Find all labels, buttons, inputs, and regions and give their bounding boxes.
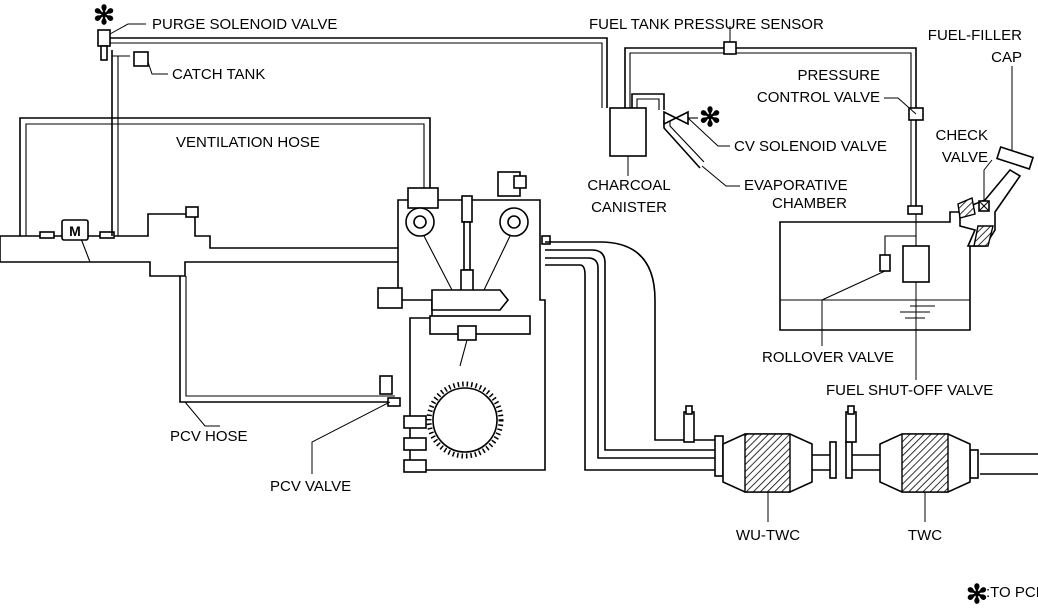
pcm-marker-cv: ✻ — [699, 102, 721, 132]
pcv-valve — [387, 397, 401, 407]
label-pressure-control-valve-line1: PRESSURE — [797, 67, 880, 84]
rollover-valve — [879, 254, 891, 272]
label-pcv-hose: PCV HOSE — [170, 428, 248, 445]
legend-text: :TO PCM — [986, 584, 1038, 601]
label-fuel-filler-cap-line2: CAP — [991, 49, 1022, 66]
label-wu-twc: WU-TWC — [736, 527, 800, 544]
purge-solenoid-valve — [97, 29, 608, 236]
intake-manifold — [0, 206, 400, 277]
pcv-hose — [179, 276, 395, 403]
label-ventilation-hose: VENTILATION HOSE — [176, 134, 320, 151]
exhaust-pipe — [545, 241, 1038, 479]
label-cv-solenoid-valve: CV SOLENOID VALVE — [734, 138, 887, 155]
catch-tank — [133, 51, 149, 67]
fuel-shutoff-valve — [902, 245, 930, 283]
check-valve — [978, 200, 990, 212]
fuel-tank — [779, 211, 976, 331]
pressure-sensor-line — [624, 47, 917, 108]
legend: ✻ :TO PCM — [966, 579, 1038, 609]
throttle-motor: M — [61, 219, 89, 241]
fuel-tank-pressure-sensor — [723, 41, 737, 55]
leader-lines — [109, 23, 1013, 522]
legend-symbol: ✻ — [966, 579, 988, 609]
wu-twc-converter — [722, 433, 813, 493]
label-charcoal-canister-line2: CANISTER — [591, 199, 667, 216]
charcoal-canister — [609, 107, 647, 157]
fuel-filler-neck — [957, 146, 1035, 247]
twc-converter — [879, 433, 971, 493]
engine — [377, 171, 551, 473]
label-rollover-valve: ROLLOVER VALVE — [762, 349, 894, 366]
label-fuel-tank-pressure-sensor: FUEL TANK PRESSURE SENSOR — [589, 16, 824, 33]
label-evaporative-chamber-line2: CHAMBER — [772, 195, 847, 212]
label-pcv-valve: PCV VALVE — [270, 478, 351, 495]
label-evaporative-chamber-line1: EVAPORATIVE — [744, 177, 848, 194]
crankshaft-pulley — [432, 387, 498, 453]
label-check-valve-line2: VALVE — [942, 149, 988, 166]
label-purge-solenoid-valve: PURGE SOLENOID VALVE — [152, 16, 337, 33]
label-fuel-shutoff-valve: FUEL SHUT-OFF VALVE — [826, 382, 993, 399]
label-check-valve-line1: CHECK — [935, 127, 988, 144]
motor-symbol: M — [69, 223, 81, 239]
label-catch-tank: CATCH TANK — [172, 66, 265, 83]
ventilation-hose — [19, 117, 431, 236]
label-twc: TWC — [908, 527, 942, 544]
label-charcoal-canister-line1: CHARCOAL — [587, 177, 670, 194]
label-fuel-filler-cap-line1: FUEL-FILLER — [928, 27, 1022, 44]
pcm-marker-purge: ✻ — [93, 0, 115, 30]
label-pressure-control-valve-line2: CONTROL VALVE — [757, 89, 880, 106]
